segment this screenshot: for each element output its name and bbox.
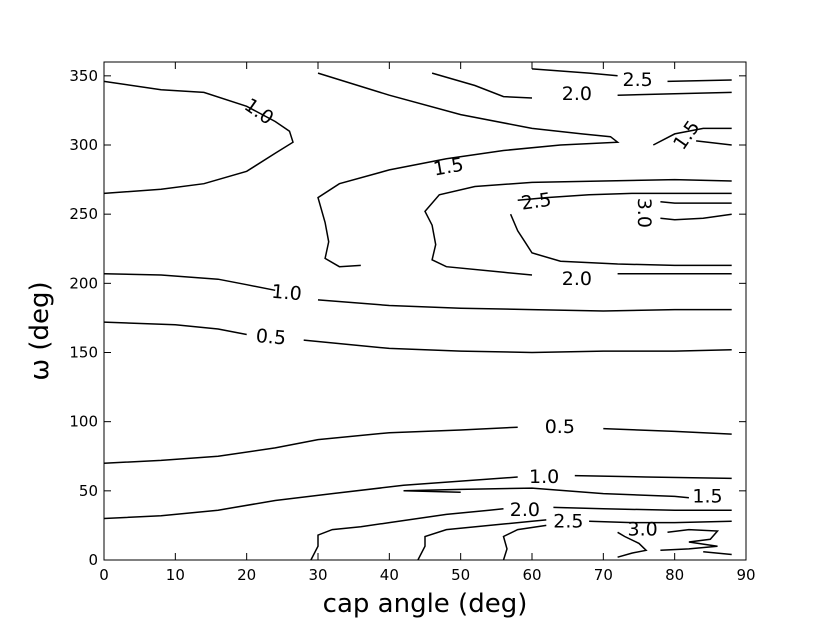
contour-label-2-0: 1.5: [669, 117, 704, 154]
contour-line-2-0-5: [617, 91, 732, 96]
y-tick-label-0: 0: [88, 551, 98, 569]
x-tick-label-80: 80: [665, 566, 684, 584]
x-tick-label-30: 30: [308, 566, 327, 584]
x-tick-label-0: 0: [99, 566, 109, 584]
axis-ticks: 0 10 20 30 40 50 60 70 80 90 0 50 100 150 200 250 300 350: [69, 62, 756, 584]
contour-line-1-0-0: [103, 80, 294, 195]
y-axis-title: ω (deg): [25, 281, 55, 380]
contour-line-2-5-6: [531, 68, 618, 77]
contour-line-2-5-26: [417, 519, 547, 561]
contour-line-1-0-15: [317, 299, 732, 312]
contour-label-6-0: 2.5: [622, 69, 652, 91]
contour-labels: 1.0 1.5 1.5 2.0 2.5 2.0 2.5 3.0 1.0 0.5 0.5 1.0 1.5 2…: [240, 69, 722, 541]
contour-label-8-0: 2.0: [562, 268, 592, 290]
contour-line-3-0-31: [703, 550, 732, 556]
contour-line-1-5-23: [403, 490, 461, 493]
x-tick-label-90: 90: [736, 566, 755, 584]
contour-label-4-0: 2.0: [562, 83, 592, 105]
contour-line-0-5-16: [103, 321, 247, 336]
contour-line-0-5-19: [603, 427, 732, 435]
contour-line-2-0-8: [424, 178, 732, 276]
contour-label-18-0: 0.5: [545, 416, 575, 438]
contour-line-2-0-25: [553, 506, 732, 511]
contour-label-26-0: 2.5: [553, 510, 583, 532]
contour-line-2-5-7: [667, 79, 732, 83]
contour-label-28-0: 3.0: [627, 519, 657, 541]
contour-label-20-0: 1.0: [529, 466, 559, 488]
contour-line-3-0-12: [660, 200, 732, 204]
y-tick-label-200: 200: [69, 274, 98, 292]
x-tick-label-20: 20: [237, 566, 256, 584]
x-tick-label-60: 60: [522, 566, 541, 584]
contour-label-10-0: 2.5: [520, 189, 553, 215]
y-tick-label-50: 50: [79, 482, 98, 500]
y-tick-label-150: 150: [69, 344, 98, 362]
y-tick-label-300: 300: [69, 136, 98, 154]
contour-label-12-0: 3.0: [633, 198, 655, 228]
contour-line-1-0-21: [574, 474, 732, 480]
contour-label-24-0: 2.0: [510, 499, 540, 521]
x-tick-label-50: 50: [451, 566, 470, 584]
contour-label-14-0: 1.0: [271, 281, 303, 306]
contour-line-2-5-10: [517, 192, 732, 202]
contour-line-1-0-14: [103, 272, 276, 292]
contour-label-0-0: 1.0: [240, 94, 277, 129]
plot-frame: [103, 61, 747, 561]
contour-lines: [103, 68, 732, 561]
x-axis-title: cap angle (deg): [323, 589, 528, 619]
contour-line-1-5-22: [403, 487, 689, 499]
contour-line-2-0-24: [310, 508, 504, 561]
y-tick-label-100: 100: [69, 413, 98, 431]
contour-line-3-0-13: [660, 213, 732, 221]
contour-line-2-5-11: [509, 213, 732, 267]
y-tick-label-350: 350: [69, 67, 98, 85]
contour-label-22-0: 1.5: [692, 485, 722, 507]
x-tick-label-40: 40: [380, 566, 399, 584]
x-tick-label-70: 70: [594, 566, 613, 584]
y-tick-label-250: 250: [69, 205, 98, 223]
contour-line-1-5-3: [696, 140, 732, 146]
contour-line-3-0-28: [502, 524, 547, 561]
contour-line-2-0-4: [431, 72, 533, 99]
contour-line-2-5-27: [589, 520, 732, 524]
contour-label-1-0: 1.5: [432, 154, 466, 181]
contour-line-1-0-20: [103, 476, 518, 520]
x-tick-label-10: 10: [166, 566, 185, 584]
contour-label-16-0: 0.5: [255, 325, 287, 350]
contour-line-1-5-2: [652, 127, 732, 146]
contour-line-1-5-1: [317, 72, 620, 268]
contour-line-3-0-29: [617, 531, 648, 558]
contour-line-3-0-30: [660, 528, 720, 552]
contour-line-0-5-18: [103, 426, 518, 464]
contour-line-0-5-17: [303, 339, 732, 354]
